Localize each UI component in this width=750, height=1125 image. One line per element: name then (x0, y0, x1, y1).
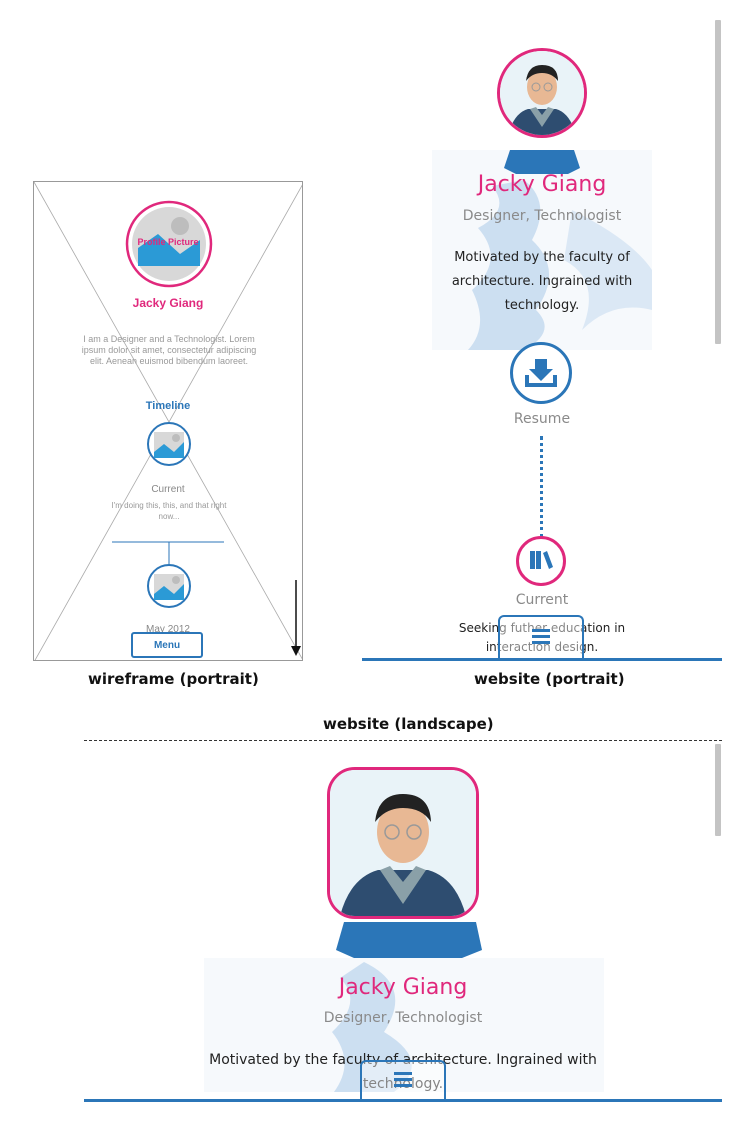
wireframe-menu-button[interactable]: Menu (131, 632, 203, 658)
background-illustration (432, 150, 652, 350)
books-icon (530, 551, 553, 569)
landscape-scrollbar[interactable] (715, 744, 721, 836)
landscape-bottom-bar (84, 1099, 722, 1102)
wireframe-timeline-heading: Timeline (145, 400, 191, 412)
portrait-bottom-bar (362, 658, 722, 661)
hamburger-menu-icon (532, 629, 550, 644)
section-divider (84, 740, 722, 741)
wireframe-current-desc: I'm doing this, this, and that right now… (111, 501, 227, 521)
wireframe-date-label: May 2012 (146, 624, 190, 635)
download-tray-icon (525, 359, 557, 387)
website-landscape: Jacky Giang Designer, Technologist Motiv… (84, 742, 722, 1102)
scroll-down-arrow-icon (291, 580, 301, 656)
wireframe-current-label: Current (151, 484, 185, 495)
caption-wireframe: wireframe (portrait) (88, 670, 259, 688)
profile-picture-label: Profile Picture (137, 237, 199, 247)
portrait-bio: Motivated by the faculty of architecture… (451, 250, 633, 313)
wireframe-bio: I am a Designer and a Technologist. Lore… (81, 334, 257, 366)
website-portrait: Jacky Giang Designer, Technologist Motiv… (362, 0, 722, 662)
resume-label: Resume (513, 411, 571, 427)
portrait-role: Designer, Technologist (462, 208, 622, 224)
caption-landscape: website (landscape) (323, 715, 494, 733)
background-illustration (204, 922, 604, 1092)
hamburger-menu-icon (394, 1072, 412, 1087)
portrait-menu-button[interactable] (498, 615, 584, 661)
landscape-name: Jacky Giang (338, 975, 468, 1000)
timeline-dotted-line (540, 436, 543, 538)
resume-button[interactable] (510, 342, 572, 404)
portrait-scrollbar[interactable] (715, 20, 721, 344)
landscape-menu-button[interactable] (360, 1060, 446, 1100)
portrait-name: Jacky Giang (477, 172, 607, 197)
profile-avatar (327, 767, 479, 919)
wireframe-portrait: Profile Picture Jacky Giang I am a Desig… (33, 181, 303, 661)
landscape-role: Designer, Technologist (323, 1010, 483, 1026)
current-label: Current (515, 592, 569, 608)
caption-portrait: website (portrait) (474, 670, 625, 688)
profile-avatar (497, 48, 587, 138)
wireframe-name: Jacky Giang (132, 296, 204, 310)
wireframe-cross-lines (34, 182, 302, 660)
current-timeline-node[interactable] (516, 536, 566, 586)
